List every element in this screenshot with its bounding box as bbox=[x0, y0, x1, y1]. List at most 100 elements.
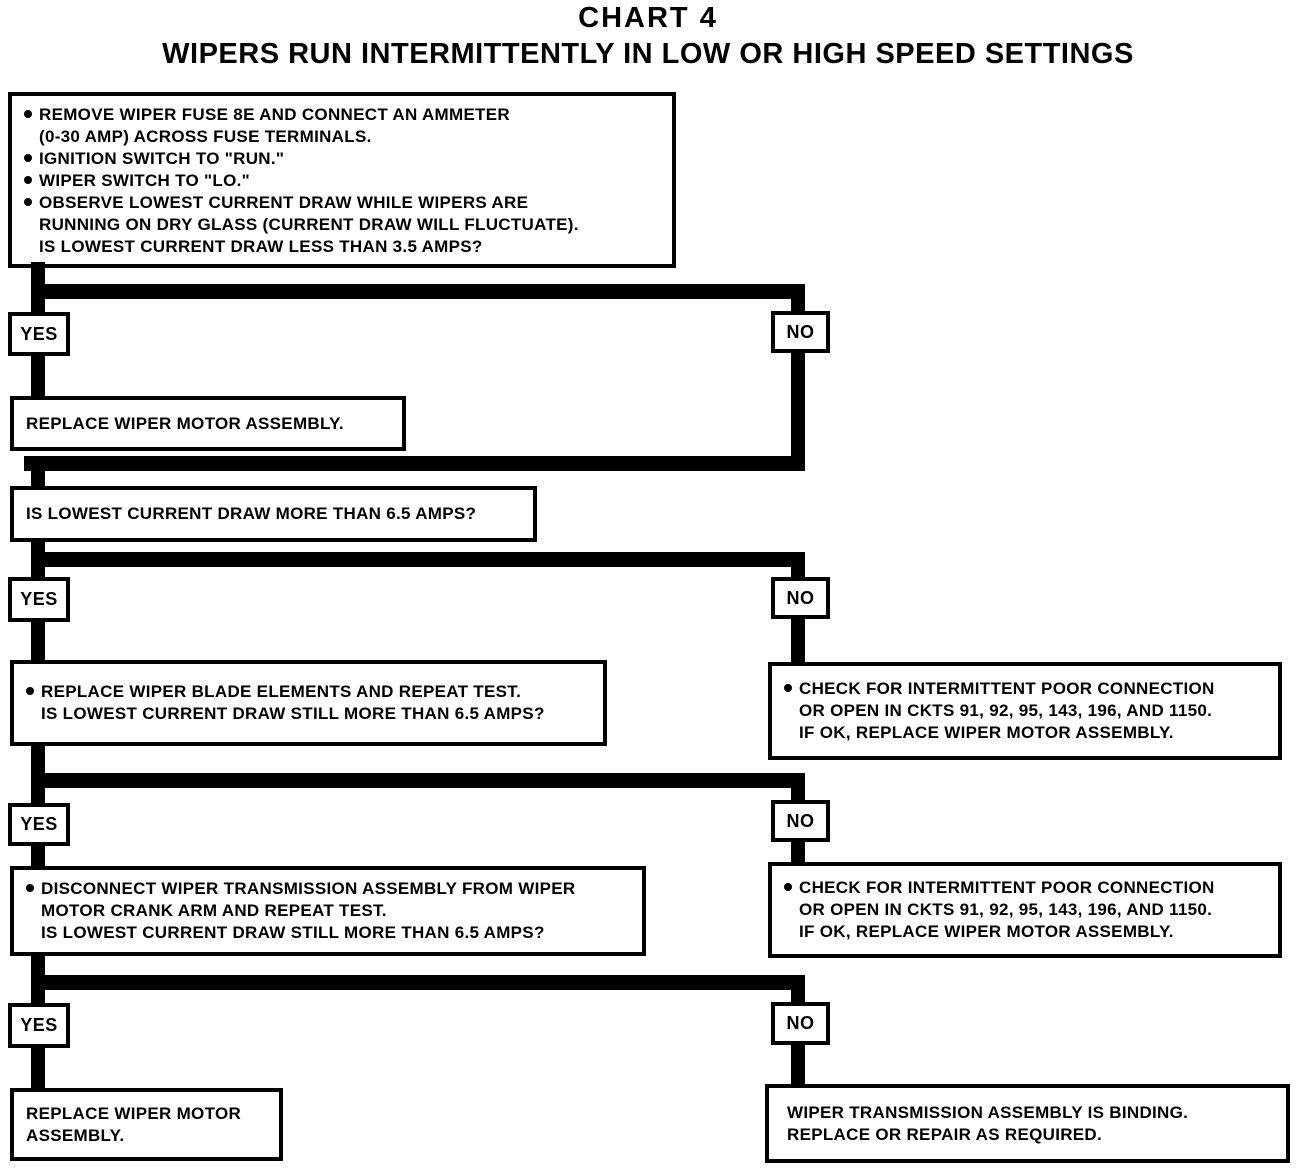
node-line-text: IS LOWEST CURRENT DRAW LESS THAN 3.5 AMP… bbox=[39, 237, 483, 256]
branch-label: YES bbox=[20, 814, 58, 834]
branch-label: NO bbox=[786, 1013, 815, 1033]
node-line-text: IS LOWEST CURRENT DRAW STILL MORE THAN 6… bbox=[41, 923, 545, 942]
branch-label: NO bbox=[786, 321, 815, 342]
bullet-icon bbox=[784, 683, 792, 692]
connector-split-2 bbox=[31, 552, 805, 567]
connector-yes3-to-disconnect bbox=[31, 844, 45, 868]
node-line: CHECK FOR INTERMITTENT POOR CONNECTION bbox=[784, 678, 1270, 700]
node-line: REPLACE WIPER BLADE ELEMENTS AND REPEAT … bbox=[26, 681, 595, 703]
chart-subtitle: WIPERS RUN INTERMITTENTLY IN LOW OR HIGH… bbox=[162, 38, 1134, 70]
connector-yes1-drop bbox=[31, 297, 45, 314]
node-line-text: OBSERVE LOWEST CURRENT DRAW WHILE WIPERS… bbox=[39, 193, 529, 212]
connector-no2-to-check bbox=[791, 617, 805, 664]
node-line: IS LOWEST CURRENT DRAW STILL MORE THAN 6… bbox=[26, 703, 595, 725]
connector-no2-drop bbox=[791, 565, 805, 579]
connector-no1-across bbox=[24, 456, 805, 471]
connector-no1-down bbox=[791, 351, 805, 461]
node-line: MOTOR CRANK ARM AND REPEAT TEST. bbox=[26, 900, 634, 922]
bullet-icon bbox=[24, 175, 32, 184]
node-line: CHECK FOR INTERMITTENT POOR CONNECTION bbox=[784, 877, 1270, 899]
node-line-text: CHECK FOR INTERMITTENT POOR CONNECTION bbox=[799, 878, 1215, 897]
connector-split-1 bbox=[31, 284, 805, 299]
connector-yes3-drop bbox=[31, 786, 45, 805]
branch-yes-2: YES bbox=[8, 577, 70, 622]
branch-yes-3: YES bbox=[8, 803, 70, 846]
node-replace-motor-top: REPLACE WIPER MOTOR ASSEMBLY. bbox=[10, 396, 406, 451]
node-transmission-binding: WIPER TRANSMISSION ASSEMBLY IS BINDING. … bbox=[765, 1084, 1290, 1163]
branch-no-3: NO bbox=[771, 800, 830, 842]
node-line: OR OPEN IN CKTS 91, 92, 95, 143, 196, AN… bbox=[784, 899, 1270, 921]
connector-no4-to-binding bbox=[791, 1043, 805, 1086]
node-line-text: REPLACE WIPER MOTOR ASSEMBLY. bbox=[26, 413, 344, 433]
node-line-text: IS LOWEST CURRENT DRAW STILL MORE THAN 6… bbox=[41, 704, 545, 723]
connector-yes4-drop bbox=[31, 988, 45, 1005]
node-line: OBSERVE LOWEST CURRENT DRAW WHILE WIPERS… bbox=[24, 192, 662, 214]
connector-split-3 bbox=[31, 773, 805, 788]
branch-label: NO bbox=[786, 810, 815, 831]
node-line-text: IF OK, REPLACE WIPER MOTOR ASSEMBLY. bbox=[799, 723, 1174, 742]
node-line: IS LOWEST CURRENT DRAW LESS THAN 3.5 AMP… bbox=[24, 236, 662, 258]
node-line: RUNNING ON DRY GLASS (CURRENT DRAW WILL … bbox=[24, 214, 662, 236]
node-line-text: IGNITION SWITCH TO "RUN." bbox=[39, 149, 285, 168]
node-line: WIPER SWITCH TO "LO." bbox=[24, 170, 662, 192]
connector-blades-down bbox=[31, 744, 45, 775]
connector-question-down bbox=[31, 538, 45, 554]
node-line-text: REPLACE WIPER MOTOR bbox=[26, 1103, 242, 1123]
branch-no-2: NO bbox=[771, 577, 830, 619]
connector-yes1-to-replace bbox=[31, 354, 45, 398]
bullet-icon bbox=[24, 109, 32, 118]
bullet-icon bbox=[26, 686, 34, 695]
node-replace-motor-bottom: REPLACE WIPER MOTOR ASSEMBLY. bbox=[10, 1088, 283, 1161]
node-question-more-65: IS LOWEST CURRENT DRAW MORE THAN 6.5 AMP… bbox=[10, 486, 537, 542]
connector-no1-drop bbox=[791, 297, 805, 313]
branch-label: YES bbox=[20, 1015, 58, 1035]
bullet-icon bbox=[24, 197, 32, 206]
chart-title: CHART 4 bbox=[578, 2, 718, 34]
connector-disconnect-down bbox=[31, 954, 45, 977]
node-check-connection-upper: CHECK FOR INTERMITTENT POOR CONNECTION O… bbox=[768, 662, 1282, 760]
node-line-text: DISCONNECT WIPER TRANSMISSION ASSEMBLY F… bbox=[41, 879, 576, 898]
node-line-text: RUNNING ON DRY GLASS (CURRENT DRAW WILL … bbox=[39, 215, 579, 234]
bullet-icon bbox=[24, 153, 32, 162]
node-line-text: REPLACE WIPER BLADE ELEMENTS AND REPEAT … bbox=[41, 682, 522, 701]
node-line-text: (0-30 AMP) ACROSS FUSE TERMINALS. bbox=[39, 127, 372, 146]
node-line: IF OK, REPLACE WIPER MOTOR ASSEMBLY. bbox=[784, 722, 1270, 744]
node-line-text: CHECK FOR INTERMITTENT POOR CONNECTION bbox=[799, 679, 1215, 698]
node-line: IF OK, REPLACE WIPER MOTOR ASSEMBLY. bbox=[784, 921, 1270, 943]
node-line-text: IF OK, REPLACE WIPER MOTOR ASSEMBLY. bbox=[799, 922, 1174, 941]
connector-yes2-drop bbox=[31, 565, 45, 579]
branch-yes-4: YES bbox=[8, 1003, 70, 1048]
node-line-text: IS LOWEST CURRENT DRAW MORE THAN 6.5 AMP… bbox=[26, 504, 477, 523]
branch-no-1: NO bbox=[771, 311, 830, 353]
node-disconnect-transmission: DISCONNECT WIPER TRANSMISSION ASSEMBLY F… bbox=[10, 866, 646, 956]
connector-yes2-to-blades bbox=[31, 620, 45, 662]
branch-no-4: NO bbox=[771, 1002, 830, 1045]
connector-question-drop bbox=[31, 468, 45, 488]
connector-no3-drop bbox=[791, 786, 805, 802]
branch-label: YES bbox=[20, 323, 58, 344]
branch-label: NO bbox=[786, 587, 815, 608]
node-line: DISCONNECT WIPER TRANSMISSION ASSEMBLY F… bbox=[26, 878, 634, 900]
node-line-text: ASSEMBLY. bbox=[26, 1125, 125, 1145]
connector-no3-to-check bbox=[791, 840, 805, 864]
branch-label: YES bbox=[20, 589, 58, 609]
node-check-connection-lower: CHECK FOR INTERMITTENT POOR CONNECTION O… bbox=[768, 862, 1282, 958]
node-line: IS LOWEST CURRENT DRAW STILL MORE THAN 6… bbox=[26, 922, 634, 944]
node-line-text: WIPER TRANSMISSION ASSEMBLY IS BINDING. bbox=[787, 1102, 1189, 1122]
node-line-text: MOTOR CRANK ARM AND REPEAT TEST. bbox=[41, 901, 387, 920]
branch-yes-1: YES bbox=[8, 312, 70, 356]
node-line: IGNITION SWITCH TO "RUN." bbox=[24, 148, 662, 170]
node-replace-blades: REPLACE WIPER BLADE ELEMENTS AND REPEAT … bbox=[10, 660, 607, 746]
node-line: (0-30 AMP) ACROSS FUSE TERMINALS. bbox=[24, 126, 662, 148]
connector-no4-drop bbox=[791, 988, 805, 1004]
bullet-icon bbox=[784, 882, 792, 891]
node-line-text: REMOVE WIPER FUSE 8E AND CONNECT AN AMME… bbox=[39, 105, 510, 124]
node-initial-test: REMOVE WIPER FUSE 8E AND CONNECT AN AMME… bbox=[8, 92, 676, 268]
connector-split-4 bbox=[31, 975, 805, 990]
node-line-text: REPLACE OR REPAIR AS REQUIRED. bbox=[787, 1124, 1103, 1144]
node-line: OR OPEN IN CKTS 91, 92, 95, 143, 196, AN… bbox=[784, 700, 1270, 722]
connector-yes4-to-replace bbox=[31, 1046, 45, 1090]
node-line-text: OR OPEN IN CKTS 91, 92, 95, 143, 196, AN… bbox=[799, 900, 1213, 919]
node-line-text: OR OPEN IN CKTS 91, 92, 95, 143, 196, AN… bbox=[799, 701, 1213, 720]
node-line-text: WIPER SWITCH TO "LO." bbox=[39, 171, 250, 190]
